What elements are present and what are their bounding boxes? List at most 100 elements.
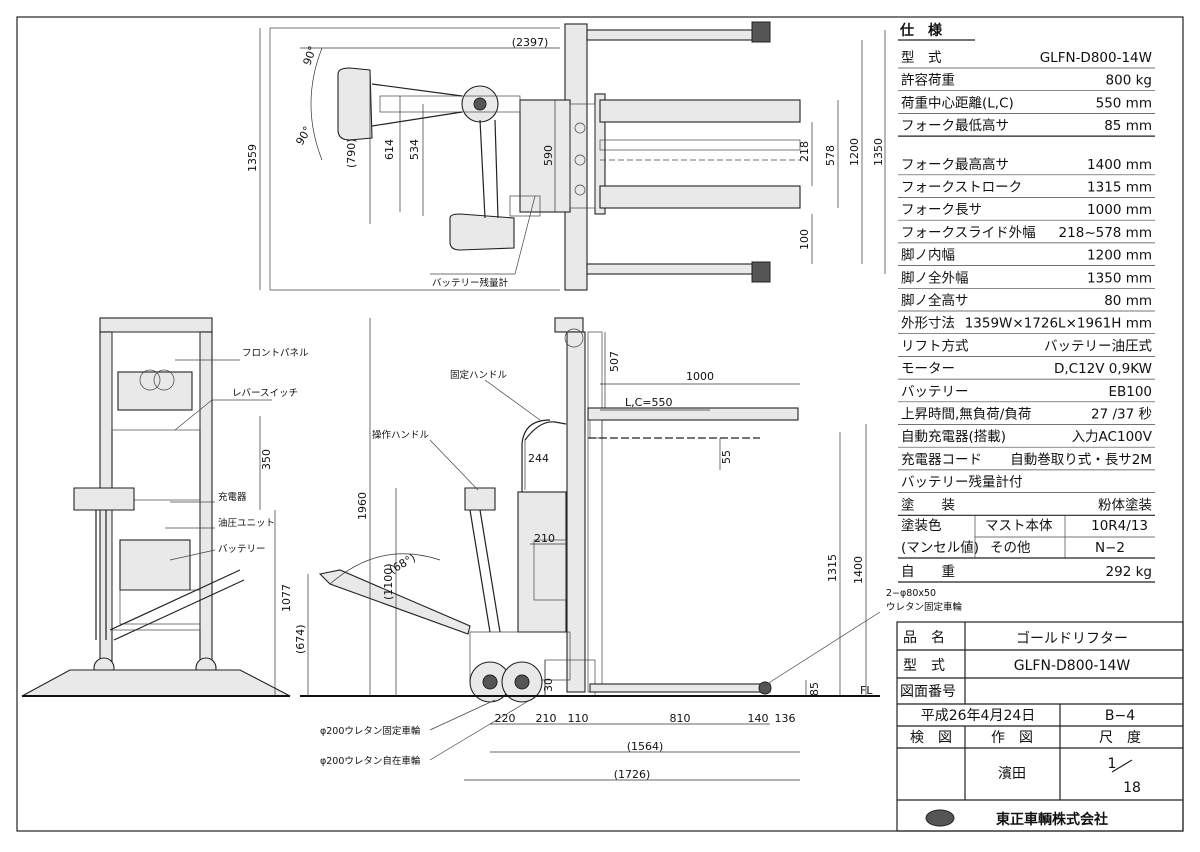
dim-790: (790) [345,138,358,168]
dim-220: 220 [495,712,516,725]
spec-label: フォーク長サ [901,202,982,218]
paint-sublabel: (マンセル値) [901,540,979,556]
spec-value: 粉体塗装 [1098,496,1152,513]
spec-label: 脚ノ全高サ [901,292,969,309]
dim-1960: 1960 [356,492,369,520]
dim-1350: 1350 [872,138,885,166]
tb-sheet: B−4 [1105,708,1135,724]
spec-value: 1350 mm [1087,270,1152,286]
tb-inspect-label: 検 図 [910,730,952,746]
dim-614: 614 [383,139,396,160]
paint-code-1: 10R4/13 [1091,518,1148,534]
spec-value: 27 /37 秒 [1091,407,1152,423]
dim-810: 810 [670,712,691,725]
spec-label: 充電器コード [901,452,982,468]
spec-label: バッテリー [901,384,969,400]
spec-label: 自動充電器(搭載) [901,429,1006,445]
dim-85: 85 [808,682,821,696]
dim-110: 110 [568,712,589,725]
label-charger: 充電器 [218,491,247,503]
dim-1000: 1000 [686,370,714,383]
spec-value: 自動巻取り式・長サ2M [1010,452,1152,468]
paint-part-1: マスト本体 [985,518,1053,534]
spec-heading: 仕 様 [899,22,943,39]
sheet-border [16,16,1184,832]
dim-244: 244 [528,452,549,465]
top-view: (2397) 90° 90° (790) 614 534 590 218 578… [246,21,886,291]
label-operation-handle: 操作ハンドル [372,429,430,441]
label-wheel-swivel: φ200ウレタン自在車輪 [320,755,421,767]
dim-1564: (1564) [627,740,664,753]
spec-label: フォークスライド外幅 [901,225,1036,241]
tb-name-value: ゴールドリフター [1016,630,1128,647]
tb-scale-den: 18 [1123,780,1141,796]
fork-plan-1 [599,99,801,123]
dim-136: 136 [775,712,796,725]
dim-1100: (1100) [382,563,395,600]
operation-handle-side [464,487,496,511]
label-front-panel: フロントパネル [242,348,309,359]
tb-model-label: 型 式 [903,658,945,674]
spec-value: 80 mm [1104,293,1152,309]
dim-590: 590 [542,145,555,166]
dim-30: 30 [542,678,555,692]
spec-label: 外形寸法 [901,316,955,332]
dim-100: 100 [798,229,811,250]
dim-90b: 90° [293,124,314,147]
tb-model-value: GLFN-D800-14W [1014,658,1131,674]
dim-507: 507 [608,351,621,372]
dim-55: 55 [720,450,733,464]
dim-2397: (2397) [512,36,549,49]
title-block: 品 名 ゴールドリフター 型 式 GLFN-D800-14W 図面番号 平成26… [896,621,1184,832]
dim-1200: 1200 [848,138,861,166]
tb-drawing-no-label: 図面番号 [900,684,956,700]
spec-value: 218~578 mm [1059,225,1152,241]
spec-label: 型 式 [901,50,942,66]
body-side [517,491,567,633]
spec-value: 1315 mm [1087,180,1152,196]
dim-1077: 1077 [280,584,293,612]
side-view: 固定ハンドル 操作ハンドル 2−φ80x50 ウレタン固定車輪 φ200ウレタン… [294,317,963,781]
top-leg-plan [586,29,758,41]
handle-plan-bottom [449,213,515,251]
dim-350: 350 [260,449,273,470]
dim-210a: 210 [534,532,555,545]
mast-top-front [99,317,213,333]
dim-534: 534 [408,139,421,160]
spec-label: 脚ノ内幅 [901,248,955,264]
spec-label: 許容荷重 [901,72,955,89]
fixed-handle-side [524,421,567,441]
tb-drawer: 濱田 [998,766,1026,782]
weight-label: 自 重 [901,564,955,580]
dim-218: 218 [798,141,811,162]
front-view: フロントパネル レバースイッチ 充電器 油圧ユニット バッテリー 350 107… [21,317,309,697]
base-front [21,669,291,697]
spec-value: 入力AC100V [1072,429,1153,445]
spec-label: フォークストローク [901,180,1022,196]
spec-label: フォーク最低高サ [901,117,1009,134]
spec-value: EB100 [1108,384,1152,400]
tb-scale-label: 尺 度 [1099,730,1141,746]
caster-top [751,21,771,43]
dim-674: (674) [294,624,307,654]
spec-label: フォーク最高高サ [901,156,1009,173]
spec-value: 550 mm [1096,95,1152,111]
dim-210b: 210 [536,712,557,725]
label-lever-switch: レバースイッチ [232,388,298,399]
label-fl: FL [860,684,873,697]
caster-bottom [751,261,771,283]
dim-1726: (1726) [614,768,651,781]
label-hydraulic-unit: 油圧ユニット [218,517,275,529]
label-fixed-handle: 固定ハンドル [450,369,508,381]
spec-label: 荷重中心距離(L,C) [901,95,1014,111]
label-caster-spec: 2−φ80x50 [886,588,936,599]
dim-1359: 1359 [246,144,259,172]
weight-value: 292 kg [1106,564,1152,580]
label-battery-gauge: バッテリー残量計 [432,277,509,289]
spec-value: 1359W×1726L×1961H mm [965,316,1152,332]
dim-140: 140 [748,712,769,725]
label-caster-desc: ウレタン固定車輪 [886,601,963,613]
dim-1400: 1400 [852,556,865,584]
